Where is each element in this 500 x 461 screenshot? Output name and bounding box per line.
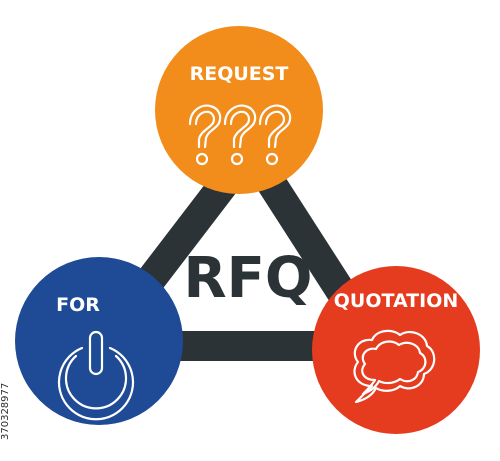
- request-label: REQUEST: [190, 63, 289, 85]
- quotation-circle: [312, 266, 480, 434]
- question-marks-icon: [188, 104, 292, 166]
- acronym-label: RFQ: [184, 246, 313, 311]
- for-node: FOR: [15, 257, 183, 425]
- for-label: FOR: [56, 294, 100, 316]
- stock-id-label: 370328977: [0, 383, 11, 440]
- triangle-outline: [85, 135, 391, 361]
- request-circle: [155, 26, 323, 194]
- power-button-icon: [57, 330, 135, 421]
- quotation-label: QUOTATION: [334, 290, 459, 312]
- request-node: REQUEST: [155, 26, 323, 194]
- triangle-frame: [85, 135, 391, 361]
- for-circle: [15, 257, 183, 425]
- speech-bubble-icon: [353, 329, 436, 404]
- quotation-node: QUOTATION: [312, 266, 480, 434]
